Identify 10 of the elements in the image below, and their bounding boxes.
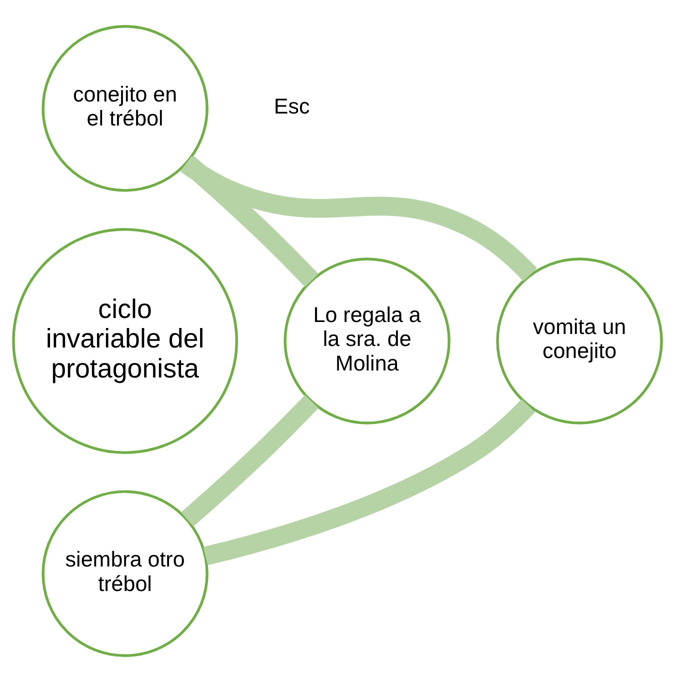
label: Esc bbox=[274, 94, 310, 118]
connector bbox=[181, 155, 318, 286]
node-circle: conejito en el trébol bbox=[42, 24, 208, 192]
node-circle: vomita un conejito bbox=[496, 257, 663, 424]
node-circle: ciclo invariable del protagonista bbox=[12, 228, 238, 454]
node-circle: Lo regala a la sra. de Molina bbox=[284, 257, 450, 424]
node-circle: siembra otro trébol bbox=[42, 490, 208, 656]
connector bbox=[181, 394, 318, 526]
connector bbox=[180, 156, 537, 281]
connector bbox=[203, 398, 536, 565]
